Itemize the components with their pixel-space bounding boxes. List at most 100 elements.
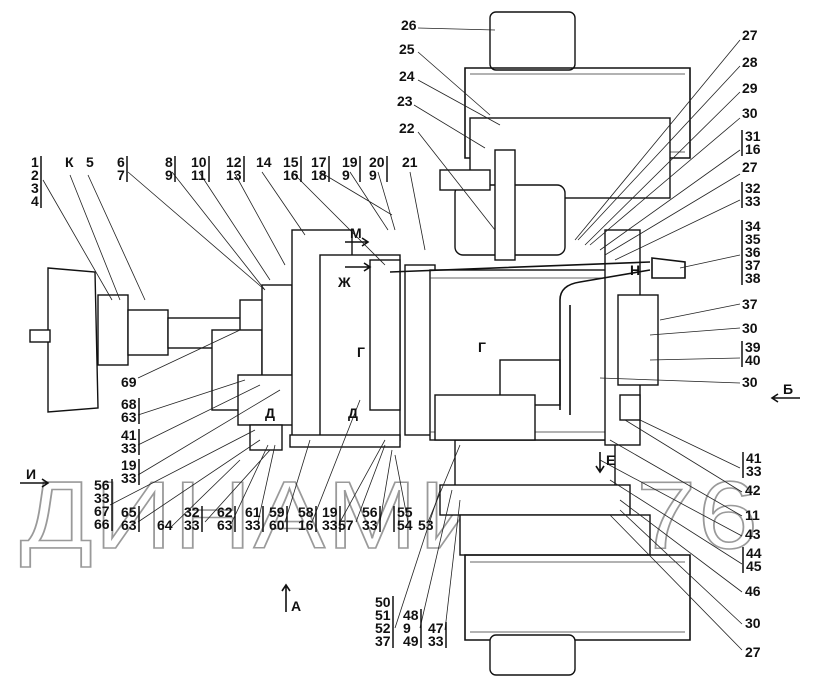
callout-53: 53: [418, 517, 434, 533]
callout-27: 27: [742, 159, 758, 175]
callout-42: 42: [745, 482, 761, 498]
callout-number: 16: [745, 141, 761, 157]
callout-37: 37: [742, 296, 758, 312]
callout-14: 14: [256, 154, 272, 170]
callout-number: 27: [745, 644, 761, 660]
callout-number: 34: [745, 218, 761, 234]
callout-number: 41: [121, 427, 137, 443]
callout-number: 3: [31, 180, 39, 196]
callout-number: 66: [94, 516, 110, 532]
marker-a: А: [291, 598, 301, 614]
arrow-m: [345, 237, 370, 247]
callout-number: 60: [269, 517, 285, 533]
callout-К: К: [65, 154, 74, 170]
callout-number: 37: [375, 633, 391, 649]
arrow-b: [770, 393, 800, 403]
callout-22: 22: [399, 120, 415, 136]
view-arrows: [20, 237, 800, 612]
callout-29: 29: [742, 80, 758, 96]
callout-number: 27: [742, 27, 758, 43]
callout-28: 28: [742, 54, 758, 70]
callout-number: 62: [217, 504, 233, 520]
callout-number: 33: [428, 633, 444, 649]
callout-number: 33: [121, 440, 137, 456]
callout-number: 11: [745, 507, 760, 523]
marker-e: Е: [606, 452, 615, 468]
callout-number: 9: [369, 167, 377, 183]
callout-number: 63: [121, 517, 137, 533]
callout-25: 25: [399, 41, 415, 57]
callout-number: 61: [245, 504, 261, 520]
callout-number: 33: [746, 463, 762, 479]
callout-number: 57: [338, 517, 354, 533]
bottom-wheel: [439, 439, 691, 676]
callout-number: 58: [298, 504, 314, 520]
callout-number: 33: [322, 517, 338, 533]
callout-number: 30: [742, 320, 758, 336]
callout-30: 30: [742, 105, 758, 121]
callout-number: 14: [256, 154, 272, 170]
callout-19-9: 199: [342, 154, 361, 183]
callout-number: 65: [121, 504, 137, 520]
callout-number: 42: [745, 482, 761, 498]
callout-number: 22: [399, 120, 415, 136]
callout-64: 64: [157, 517, 173, 533]
callout-number: 53: [418, 517, 434, 533]
callout-number: 37: [745, 257, 761, 273]
main-housing: [389, 229, 686, 446]
callout-number: 32: [745, 180, 761, 196]
callout-number: 50: [375, 594, 391, 610]
callout-number: 52: [375, 620, 391, 636]
callout-number: 45: [746, 558, 762, 574]
callout-number: 33: [362, 517, 378, 533]
gearbox: [237, 229, 436, 451]
callout-number: 37: [742, 296, 758, 312]
callout-number: 4: [31, 193, 39, 209]
callout-number: 9: [342, 167, 350, 183]
callout-number: 43: [745, 526, 761, 542]
callout-number: 29: [742, 80, 758, 96]
callout-number: 48: [403, 607, 419, 623]
callout-number: 47: [428, 620, 444, 636]
marker-d2: Д: [348, 405, 358, 421]
callout-number: 33: [121, 470, 137, 486]
callout-number: 26: [401, 17, 417, 33]
callouts: 2625242322272829303116273233343536373837…: [31, 17, 762, 660]
callout-number: 9: [165, 167, 173, 183]
callout-number: 33: [184, 517, 200, 533]
callout-number: 30: [742, 374, 758, 390]
callout-number: 5: [86, 154, 94, 170]
marker-n: Н: [630, 262, 640, 278]
callout-69: 69: [121, 374, 137, 390]
callout-number: 6: [117, 154, 125, 170]
callout-number: 8: [165, 154, 173, 170]
callout-number: 28: [742, 54, 758, 70]
callout-number: 2: [31, 167, 39, 183]
callout-number: 19: [342, 154, 358, 170]
callout-number: 30: [742, 105, 758, 121]
callout-number: 9: [403, 620, 411, 636]
arrow-e: [595, 452, 605, 474]
marker-b: Б: [783, 381, 793, 397]
callout-number: 16: [298, 517, 314, 533]
callout-number: 1: [31, 154, 39, 170]
callout-number: 40: [745, 352, 761, 368]
callout-number: 31: [745, 128, 761, 144]
callout-number: 27: [742, 159, 758, 175]
callout-30: 30: [742, 374, 758, 390]
callout-number: 33: [745, 193, 761, 209]
callout-24: 24: [399, 68, 415, 84]
callout-number: 21: [402, 154, 418, 170]
